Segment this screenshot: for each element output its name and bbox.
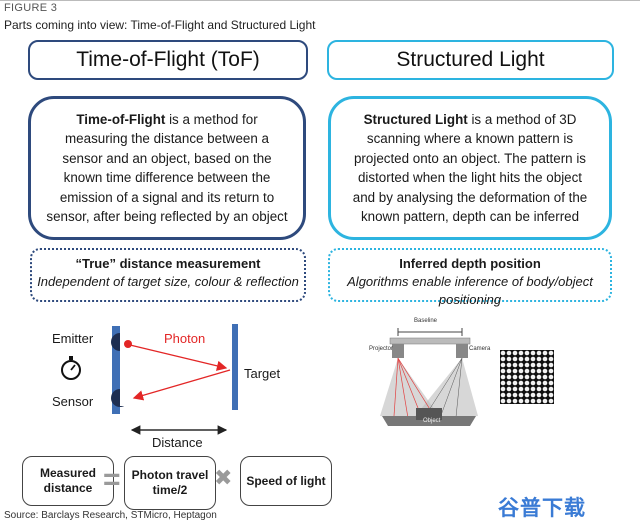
projector-label: Projector: [369, 346, 394, 352]
top-rule: [0, 0, 640, 1]
photon-out-arrow: [129, 344, 228, 371]
tof-benefit-box: “True” distance measurement Independent …: [30, 248, 306, 302]
photon-label: Photon: [164, 331, 206, 346]
tof-desc-term: Time-of-Flight: [76, 111, 166, 127]
tof-description-card: Time-of-Flight is a method for measuring…: [28, 96, 306, 240]
tof-benefit-sub: Independent of target size, colour & ref…: [37, 274, 299, 289]
object-surface: [382, 416, 476, 426]
source-note: Source: Barclays Research, STMicro, Hept…: [4, 510, 217, 521]
dot-pattern: [500, 350, 554, 404]
sl-header: Structured Light: [327, 40, 614, 80]
structured-light-diagram: [380, 328, 478, 426]
object-label: Object: [423, 418, 441, 424]
figure-label: FIGURE 3: [4, 2, 58, 14]
speed-of-light-box: Speed of light: [240, 456, 332, 506]
object-shape: [416, 408, 442, 420]
equals-sign: =: [103, 463, 121, 496]
multiply-sign: ✖: [214, 465, 233, 490]
photon-back-arrow: [132, 369, 231, 401]
tof-header: Time-of-Flight (ToF): [28, 40, 308, 80]
tof-diagram: [61, 324, 238, 435]
tof-benefit-headline: “True” distance measurement: [75, 256, 261, 271]
watermark: 谷普下载: [498, 497, 586, 520]
emitter-label: Emitter: [52, 331, 94, 346]
distance-label: Distance: [152, 435, 203, 450]
sensor-label: Sensor: [52, 394, 94, 409]
photon-source: [124, 340, 132, 348]
tof-desc-text: is a method for measuring the distance b…: [46, 111, 288, 225]
figure-title: Parts coming into view: Time-of-Flight a…: [4, 18, 316, 32]
camera-label: Camera: [469, 346, 491, 352]
projector-icon: [392, 344, 404, 358]
sl-desc-term: Structured Light: [363, 111, 468, 127]
sl-benefit-sub: Algorithms enable inference of body/obje…: [347, 274, 593, 307]
device-bar: [112, 326, 120, 414]
stopwatch-icon: [61, 356, 81, 380]
target-bar: [232, 324, 238, 410]
sl-description-card: Structured Light is a method of 3D scann…: [328, 96, 612, 240]
sl-desc-text: is a method of 3D scanning where a known…: [352, 111, 588, 225]
rig-bar: [389, 337, 471, 345]
target-label: Target: [244, 366, 281, 381]
camera-icon: [456, 344, 468, 358]
photon-time-box: Photon travel time/2: [124, 456, 216, 510]
baseline-label: Baseline: [414, 318, 438, 324]
sl-benefit-headline: Inferred depth position: [399, 256, 541, 271]
sl-benefit-box: Inferred depth position Algorithms enabl…: [328, 248, 612, 307]
measured-distance-box: Measured distance: [22, 456, 114, 506]
